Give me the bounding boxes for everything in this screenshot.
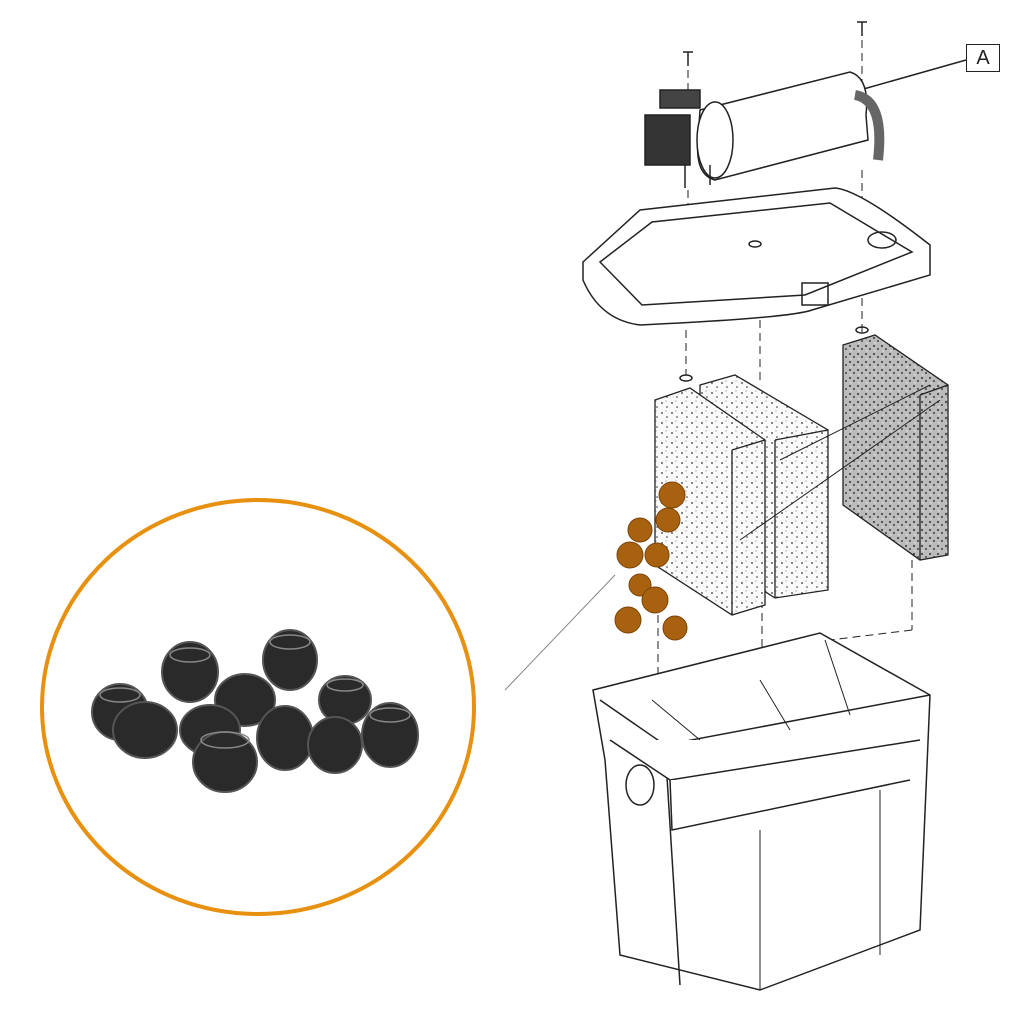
filter-lid <box>582 187 931 326</box>
bio-media-photo-ribs <box>99 634 411 749</box>
screw-right <box>857 21 867 36</box>
foam-sponge-fine <box>842 334 949 561</box>
bio-media-photo <box>91 629 419 793</box>
callout-leader-line <box>859 59 967 91</box>
filter-container <box>592 632 931 991</box>
screw-left <box>683 51 693 66</box>
uv-clarifier <box>644 71 885 188</box>
bio-media-highlight <box>614 481 688 641</box>
callout-label-a: A <box>966 44 1000 72</box>
pointer-line <box>504 574 616 691</box>
